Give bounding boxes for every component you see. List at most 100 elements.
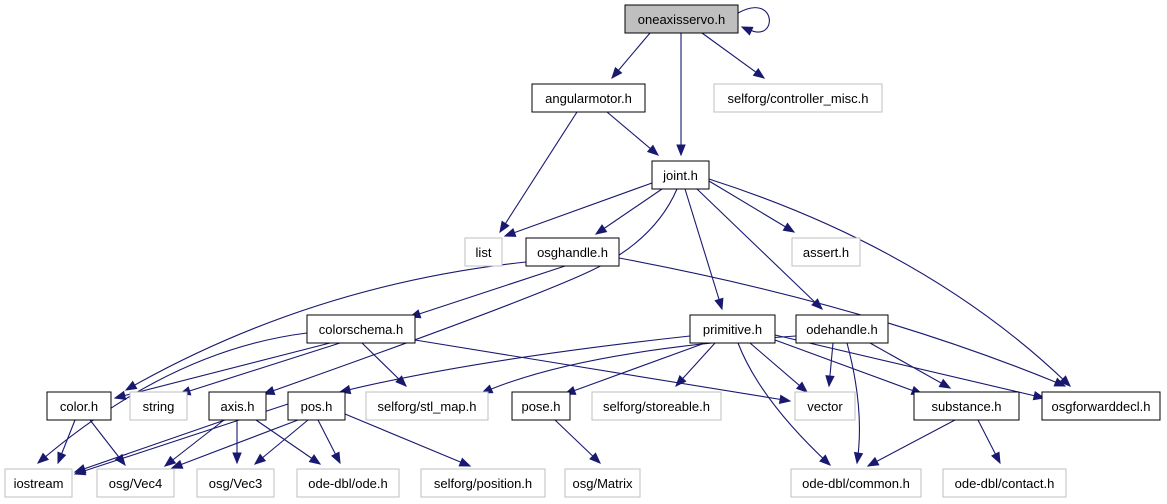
edge-joint-to-axis — [262, 188, 678, 395]
node-assert-label: assert.h — [803, 245, 849, 260]
node-odehandle-box — [795, 314, 889, 344]
nodes-layer: oneaxisservo.h angularmotor.h selforg/cont… — [4, 4, 1161, 498]
edge-joint-to-assert-line — [708, 180, 795, 233]
node-storeable[interactable]: selforg/storeable.h — [591, 391, 722, 421]
node-matrix-label: osg/Matrix — [573, 476, 633, 491]
node-vec3[interactable]: osg/Vec3 — [196, 468, 275, 498]
edge-colorschema-to-iostream-line — [37, 332, 308, 464]
edge-odehandle-to-common — [846, 342, 864, 465]
edge-joint-to-assert — [708, 180, 796, 233]
edge-colorschema-to-string-line — [179, 342, 341, 395]
node-string-label: string — [143, 399, 175, 414]
edge-primitive-to-common-arrowhead — [819, 454, 831, 466]
node-colorschema-box — [306, 314, 416, 344]
node-contact-label: ode-dbl/contact.h — [955, 476, 1055, 491]
edge-pose-to-matrix — [554, 419, 601, 464]
node-colorschema[interactable]: colorschema.h — [306, 314, 416, 344]
node-osghandle-box — [525, 237, 620, 267]
edge-angularmotor-to-list-arrowhead — [499, 220, 510, 234]
edge-oneaxisservo-to-angularmotor-arrowhead — [611, 66, 623, 80]
edge-odehandle-to-substance-line — [869, 342, 951, 389]
edge-axis-to-ode — [255, 419, 322, 465]
node-vector[interactable]: vector — [794, 391, 856, 421]
edge-odehandle-to-common-arrowhead — [853, 451, 864, 465]
node-controller_misc[interactable]: selforg/controller_misc.h — [713, 83, 883, 113]
edge-pose-to-matrix-arrowhead — [589, 452, 601, 464]
node-position[interactable]: selforg/position.h — [420, 468, 546, 498]
edge-substance-to-common-arrowhead — [866, 456, 880, 467]
node-joint[interactable]: joint.h — [651, 160, 710, 190]
edge-primitive-to-storeable — [675, 342, 716, 387]
node-iostream[interactable]: iostream — [4, 468, 73, 498]
node-string[interactable]: string — [129, 391, 188, 421]
node-osghandle-label: osghandle.h — [537, 245, 608, 260]
node-iostream-label: iostream — [14, 476, 64, 491]
edge-pos-to-vec3-arrowhead — [253, 453, 267, 465]
edge-osghandle-to-osgforwarddecl-line — [618, 257, 1066, 387]
node-primitive-box — [689, 314, 776, 344]
edge-pos-to-vec4-arrowhead — [170, 459, 184, 469]
node-joint-box — [651, 160, 710, 190]
node-pos-label: pos.h — [301, 399, 333, 414]
node-axis-box — [208, 391, 267, 421]
node-angularmotor[interactable]: angularmotor.h — [531, 83, 646, 113]
edge-primitive-to-common — [737, 342, 831, 466]
node-color[interactable]: color.h — [46, 391, 112, 421]
edge-substance-to-contact-arrowhead — [990, 451, 1001, 465]
node-axis[interactable]: axis.h — [208, 391, 267, 421]
node-matrix[interactable]: osg/Matrix — [564, 468, 641, 498]
edge-osghandle-to-color-arrowhead — [124, 380, 138, 391]
node-controller_misc-box — [713, 83, 883, 113]
edge-pos-to-position-arrowhead — [458, 457, 472, 467]
node-angularmotor-box — [531, 83, 646, 113]
edge-axis-to-ode-arrowhead — [308, 454, 322, 465]
node-ode[interactable]: ode-dbl/ode.h — [296, 468, 400, 498]
node-position-box — [420, 468, 546, 498]
edge-oneaxisservo-to-oneaxisservo-arrowhead — [740, 26, 754, 36]
node-contact[interactable]: ode-dbl/contact.h — [942, 468, 1067, 498]
node-common[interactable]: ode-dbl/common.h — [790, 468, 922, 498]
node-iostream-box — [4, 468, 73, 498]
edge-odehandle-to-common-line — [846, 342, 860, 464]
node-osgforwarddecl[interactable]: osgforwarddecl.h — [1041, 391, 1161, 421]
edge-substance-to-contact — [977, 419, 1001, 465]
edge-angularmotor-to-list — [499, 111, 578, 234]
edge-colorschema-to-color-line — [114, 342, 331, 399]
edge-joint-to-list-arrowhead — [503, 227, 517, 237]
node-list[interactable]: list — [464, 237, 503, 267]
edge-primitive-to-pose — [563, 342, 706, 395]
edge-joint-to-assert-arrowhead — [782, 222, 796, 233]
edge-oneaxisservo-to-oneaxisservo-line — [737, 7, 770, 33]
node-oneaxisservo[interactable]: oneaxisservo.h — [624, 4, 739, 34]
node-pose[interactable]: pose.h — [511, 391, 571, 421]
edge-joint-to-osghandle-line — [595, 188, 663, 235]
edge-primitive-to-vector-line — [749, 342, 808, 393]
node-color-box — [46, 391, 112, 421]
node-vec4[interactable]: osg/Vec4 — [96, 468, 175, 498]
node-stl_map[interactable]: selforg/stl_map.h — [365, 391, 489, 421]
edge-odehandle-to-stl_map — [480, 335, 797, 394]
edge-pos-to-iostream-arrowhead — [73, 466, 87, 476]
edge-pos-to-position-line — [344, 413, 471, 467]
edge-joint-to-axis-arrowhead — [262, 386, 276, 395]
node-assert-box — [791, 237, 861, 267]
edge-angularmotor-to-list-line — [499, 111, 578, 233]
node-assert[interactable]: assert.h — [791, 237, 861, 267]
node-osghandle[interactable]: osghandle.h — [525, 237, 620, 267]
edge-colorschema-to-vector-line — [414, 339, 791, 402]
edge-pos-to-vec3 — [253, 419, 309, 465]
node-primitive[interactable]: primitive.h — [689, 314, 776, 344]
edge-joint-to-osgforwarddecl-arrowhead — [1059, 375, 1071, 387]
edge-color-to-iostream — [57, 419, 76, 465]
edge-colorschema-to-iostream — [36, 332, 308, 464]
node-angularmotor-label: angularmotor.h — [545, 91, 632, 106]
edge-joint-to-osghandle — [594, 188, 663, 235]
edge-oneaxisservo-to-controller_misc-line — [701, 32, 765, 79]
edge-joint-to-primitive-arrowhead — [714, 297, 724, 311]
node-substance[interactable]: substance.h — [913, 391, 1020, 421]
edge-odehandle-to-stl_map-line — [481, 335, 797, 394]
edge-angularmotor-to-joint — [606, 111, 660, 156]
node-odehandle[interactable]: odehandle.h — [795, 314, 889, 344]
node-colorschema-label: colorschema.h — [319, 322, 404, 337]
node-pos[interactable]: pos.h — [287, 391, 346, 421]
